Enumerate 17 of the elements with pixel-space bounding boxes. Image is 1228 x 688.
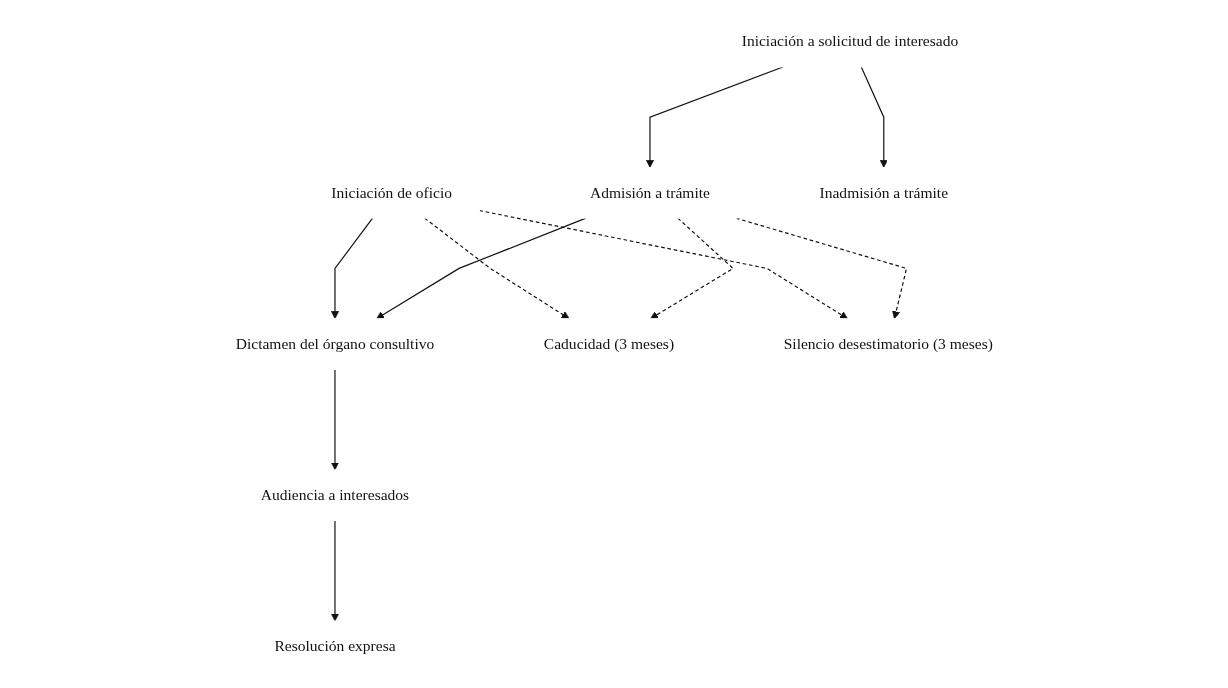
arrow [330, 368, 339, 471]
arrow [478, 209, 848, 319]
node-text: Iniciación a solicitud de interesado [741, 32, 958, 51]
node-text: Dictamen del órgano consultivo [235, 335, 434, 353]
arrow [860, 66, 888, 168]
arrow [649, 217, 734, 319]
arrow [423, 217, 570, 319]
arrow [735, 217, 907, 319]
node-text: Inadmisión a trámite [819, 183, 948, 202]
arrow [330, 217, 373, 319]
node-text: Resolución expresa [274, 637, 396, 655]
node-text: Caducidad (3 meses) [543, 335, 674, 353]
node-text: Silencio desestimatorio (3 meses) [783, 335, 993, 353]
node-text: Audiencia a interesados [260, 486, 409, 504]
node-text: Admisión a trámite [589, 183, 710, 202]
arrow [330, 519, 339, 622]
node-text: Iniciación de oficio [330, 183, 452, 202]
